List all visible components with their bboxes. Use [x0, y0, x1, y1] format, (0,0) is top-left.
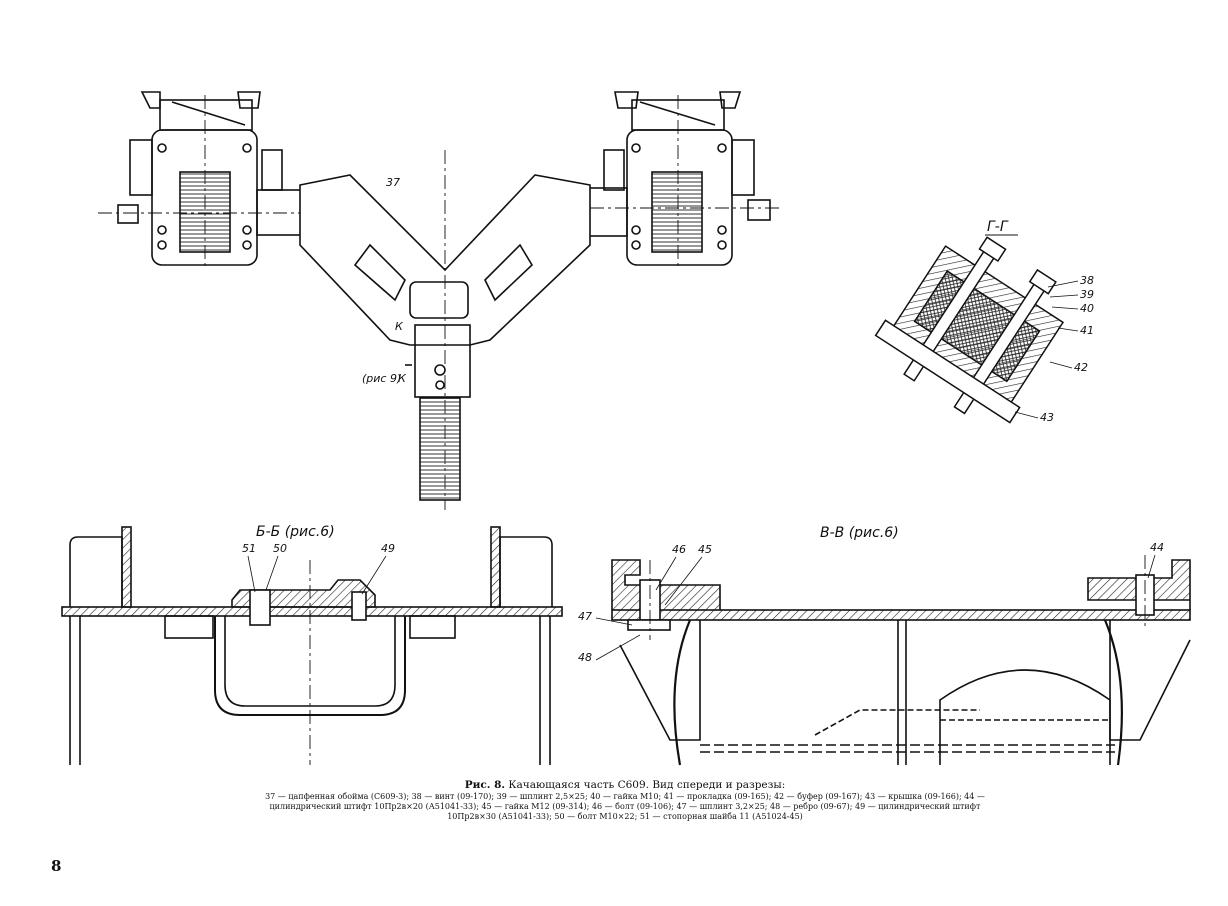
label-40: 40 [1080, 302, 1094, 315]
label-ref-fig9: (рис 9) [362, 372, 401, 385]
label-48: 48 [578, 651, 592, 664]
label-k-lower: К [398, 372, 407, 385]
caption-line-2: цилиндрический штифт 10Пр2в×20 (А51041-3… [269, 802, 981, 811]
section-gg-title: Г-Г [987, 219, 1009, 235]
label-46: 46 [672, 543, 686, 556]
right-trunnion-housing [590, 91, 780, 268]
lower-bracket [405, 324, 471, 501]
caption-title: Рис. 8. Качающаяся часть С609. Вид спере… [200, 779, 1050, 792]
label-41: 41 [1080, 324, 1094, 337]
left-trunnion-housing [98, 91, 300, 268]
figure-caption: Рис. 8. Качающаяся часть С609. Вид спере… [200, 779, 1050, 822]
label-39: 39 [1080, 288, 1094, 301]
label-42: 42 [1074, 361, 1088, 374]
page-number: 8 [51, 857, 62, 875]
label-k-upper: К [395, 320, 404, 333]
caption-title-text: Качающаяся часть С609. Вид спереди и раз… [508, 779, 786, 791]
section-gg-buffer [874, 236, 1065, 424]
caption-line-3: 10Пр2в×30 (А51041-33); 50 — болт М10×22;… [447, 812, 803, 821]
section-bb [61, 526, 563, 765]
section-vv-title: В-В (рис.6) [820, 525, 899, 541]
label-38: 38 [1080, 274, 1094, 287]
caption-line-1: 37 — цапфенная обойма (С609-3); 38 — вин… [265, 792, 985, 801]
label-47: 47 [578, 610, 592, 623]
label-49: 49 [381, 542, 395, 555]
label-44: 44 [1150, 541, 1164, 554]
label-51: 51 [242, 542, 256, 555]
label-43: 43 [1040, 411, 1054, 424]
front-view [98, 91, 780, 510]
section-vv [611, 555, 1191, 766]
label-37: 37 [386, 176, 400, 189]
section-bb-title: Б-Б (рис.6) [256, 524, 335, 540]
label-45: 45 [698, 543, 712, 556]
caption-title-prefix: Рис. 8. [464, 779, 506, 791]
trunnion-yoke [299, 150, 591, 510]
label-50: 50 [273, 542, 287, 555]
